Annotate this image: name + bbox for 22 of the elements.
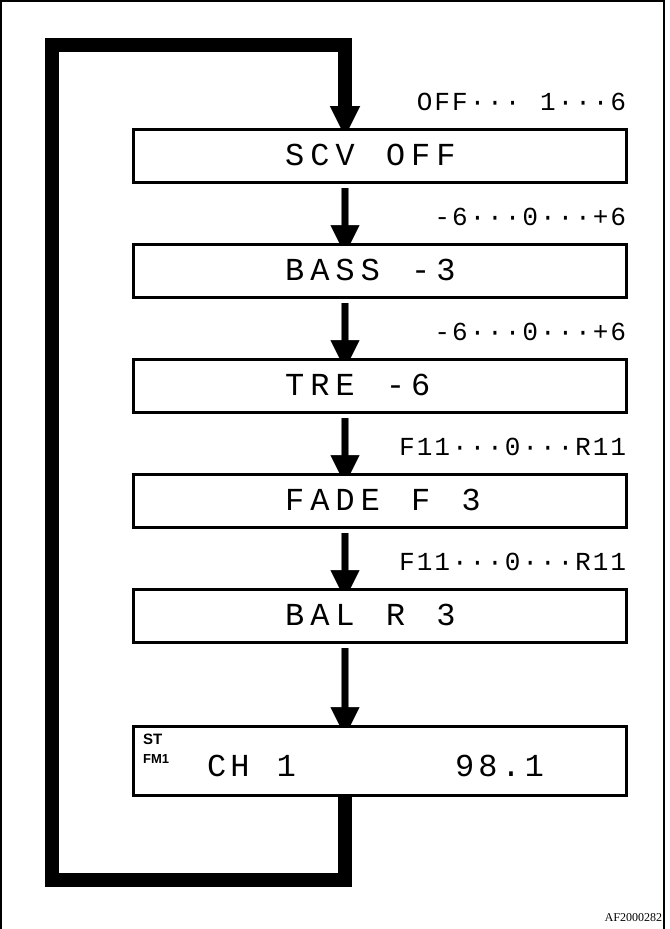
display-panel (132, 243, 628, 299)
range-label: F11···0···R11 (399, 435, 628, 461)
display-panel (132, 358, 628, 414)
arrow (45, 38, 360, 887)
figure-code: AF2000282 (604, 909, 662, 926)
display-text: SCV OFF (285, 141, 462, 173)
display-text: CH 1 (207, 752, 300, 784)
range-label: F11···0···R11 (399, 550, 628, 576)
display-text: 98.1 (455, 752, 548, 784)
display-text: FADE F 3 (285, 486, 487, 518)
display-panel (132, 128, 628, 184)
range-label: OFF··· 1···6 (416, 90, 628, 116)
display-text: TRE -6 (285, 371, 436, 403)
display-text: BAL R 3 (285, 601, 462, 633)
range-label: -6···0···+6 (434, 205, 628, 231)
indicator-label: ST (143, 732, 162, 747)
display-panel (132, 473, 628, 529)
display-panel (132, 725, 628, 797)
range-label: -6···0···+6 (434, 320, 628, 346)
display-text: BASS -3 (285, 256, 462, 288)
display-panel (132, 588, 628, 644)
indicator-label: FM1 (143, 752, 169, 765)
